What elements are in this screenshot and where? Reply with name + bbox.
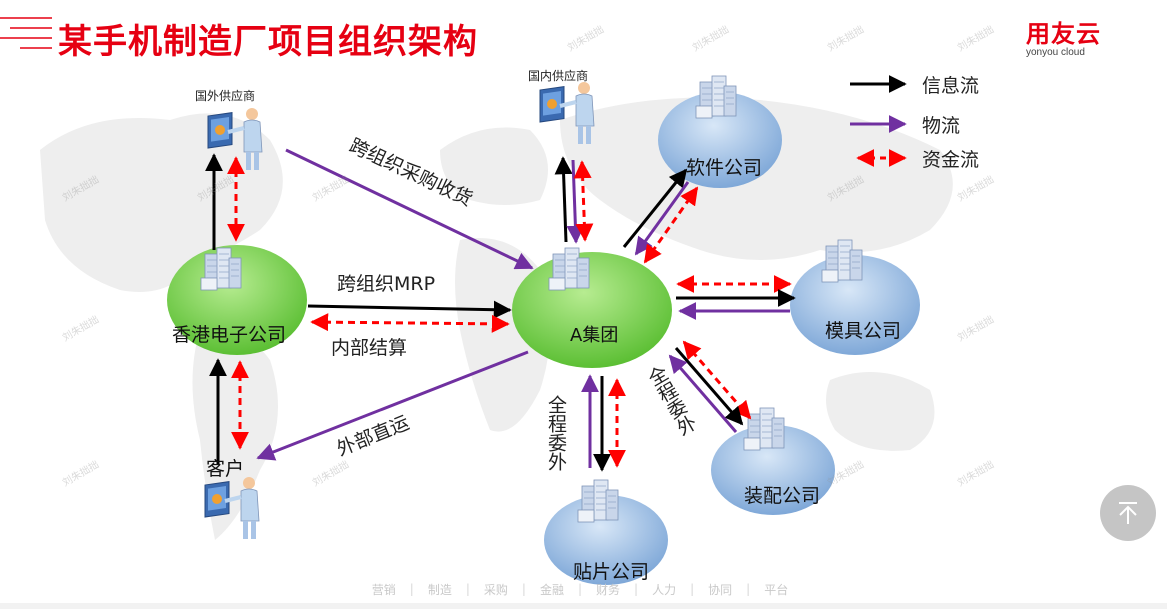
logo-main-text: 用友云 <box>1026 20 1101 48</box>
a-group-node <box>512 247 672 368</box>
customer-icon <box>203 475 261 541</box>
info-arrow-hk-to-a <box>307 300 512 319</box>
mold-company-node <box>790 239 920 355</box>
bottom-nav-item[interactable]: 采购 <box>483 582 508 597</box>
domestic-supplier-label: 国内供应商 <box>528 68 588 83</box>
material-arrow-foreign-to-a <box>285 148 534 270</box>
software-company-label: 软件公司 <box>686 157 762 179</box>
legend-fund-flow-label: 资金流 <box>922 149 979 171</box>
material-arrow-software-to-a <box>634 181 690 256</box>
smt-company-label: 贴片公司 <box>573 561 649 583</box>
arrow-up-icon <box>1119 502 1137 524</box>
software-company-node <box>658 75 782 188</box>
yonyou-logo: 用友云 yonyou cloud <box>1026 14 1116 58</box>
bottom-nav-item[interactable]: 财务 <box>596 582 621 597</box>
logo-sub-text: yonyou cloud <box>1026 47 1085 58</box>
material-arrow-a-to-customer <box>256 350 529 461</box>
foreign-supplier-label: 国外供应商 <box>195 88 255 103</box>
fund-arrow-a-software <box>643 186 699 264</box>
legend-info-flow-label: 信息流 <box>922 75 979 97</box>
material-arrow-domestic-to-a <box>566 159 585 244</box>
legend: 信息流 物流 资金流 <box>850 75 979 171</box>
cross-org-purchase-label: 跨组织采购收货 <box>346 135 476 211</box>
legend-material-flow-label: 物流 <box>922 115 960 137</box>
hk-company-label: 香港电子公司 <box>172 324 286 346</box>
bottom-nav-item[interactable]: 人力 <box>652 582 677 597</box>
scroll-to-top-button[interactable] <box>1100 485 1156 541</box>
cross-org-mrp-label: 跨组织MRP <box>337 273 435 295</box>
fund-arrow-a-assembly <box>682 340 752 420</box>
smt-company-node <box>544 479 668 585</box>
hk-company-node <box>167 245 307 355</box>
fund-arrow-a-domestic <box>573 160 594 242</box>
domestic-supplier-icon <box>538 80 596 146</box>
material-arrow-assembly-to-a <box>668 354 738 433</box>
full-outsource-vertical-label: 全程委外 <box>545 395 567 471</box>
assembly-company-label: 装配公司 <box>744 485 820 507</box>
info-arrow-a-to-software <box>622 168 688 248</box>
bottom-nav-item[interactable]: 制造 <box>427 582 452 597</box>
internal-settlement-label: 内部结算 <box>331 337 407 359</box>
bottom-nav-item[interactable]: 营销 <box>371 582 396 597</box>
external-direct-ship-label: 外部直运 <box>334 412 413 461</box>
title-decoration-lines <box>0 17 52 49</box>
bottom-nav-item[interactable]: 金融 <box>539 582 564 597</box>
mold-company-label: 模具公司 <box>825 320 901 342</box>
customer-label: 客户 <box>206 458 244 480</box>
bottom-bar <box>0 603 1167 609</box>
full-outsource-diagonal-label: 全程委外 <box>642 362 699 439</box>
info-arrow-a-to-domestic <box>554 156 573 243</box>
page-title: 某手机制造厂项目组织架构 <box>58 22 478 62</box>
bottom-nav-item[interactable]: 平台 <box>764 582 789 597</box>
assembly-company-node <box>711 407 835 515</box>
a-group-label: A集团 <box>570 325 618 346</box>
fund-arrow-a-hk <box>310 313 510 333</box>
bottom-nav: 营销| 制造| 采购| 金融| 财务| 人力| 协同| 平台 <box>371 582 789 597</box>
bottom-nav-item[interactable]: 协同 <box>708 582 733 597</box>
